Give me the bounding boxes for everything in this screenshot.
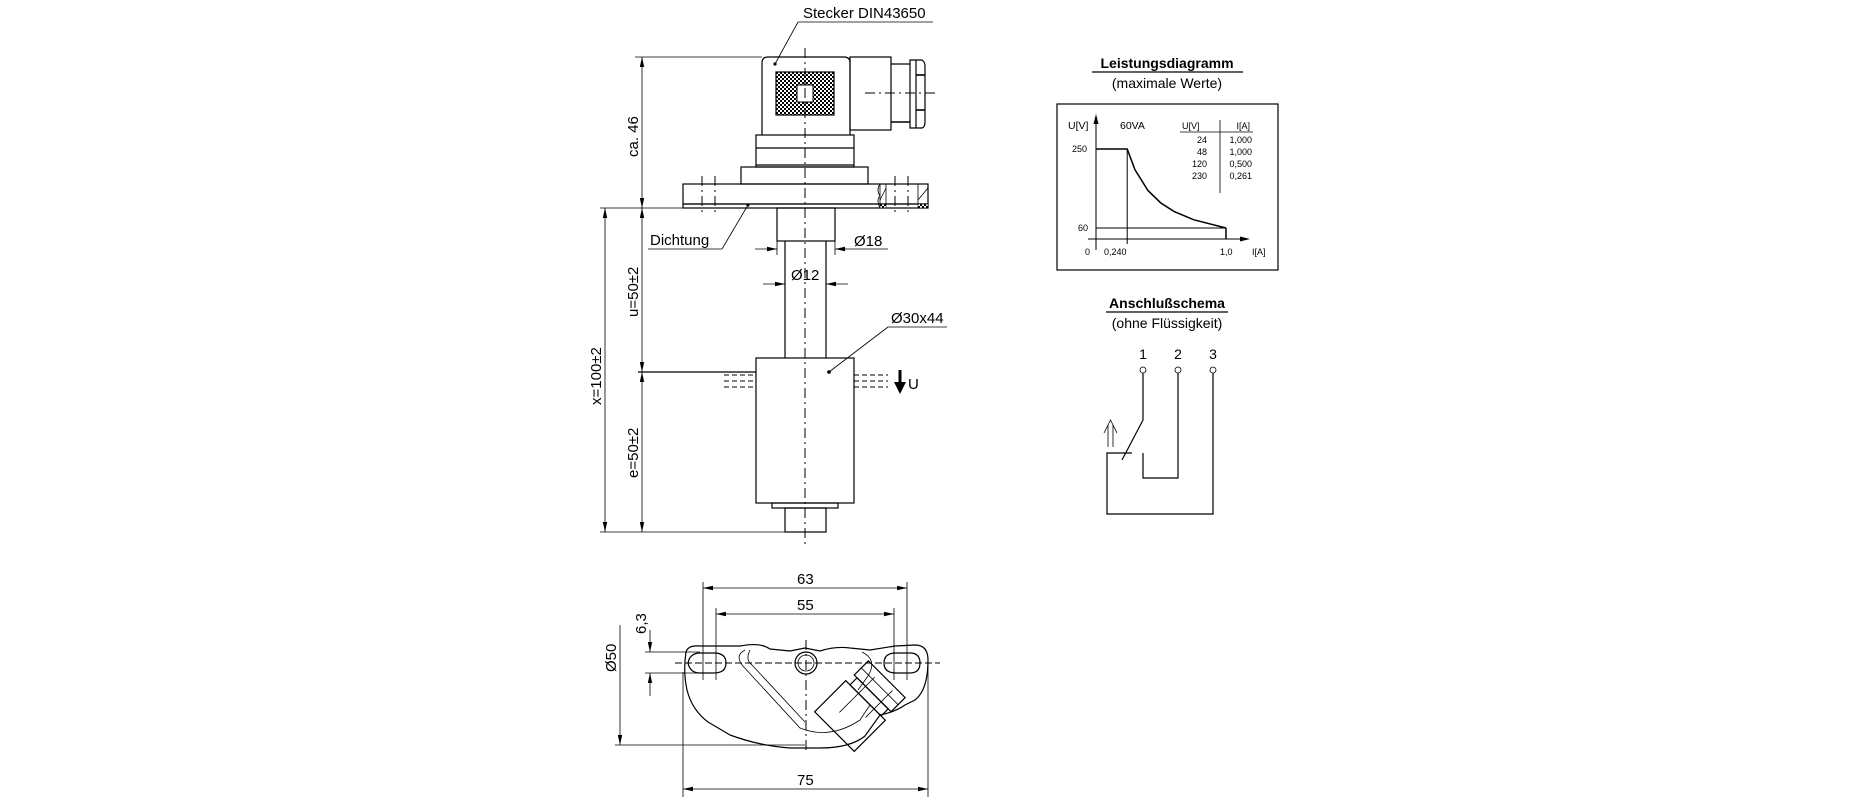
seal-label: Dichtung (650, 232, 709, 249)
y-axis-arrow-icon (1093, 114, 1099, 124)
seal-strip (682, 203, 929, 209)
power-diagram-subtitle: (maximale Werte) (1112, 75, 1222, 91)
hole-spacing-inner-label: 55 (797, 597, 814, 614)
table-cell-u: 230 (1192, 171, 1207, 181)
bottom-top-view: 63 55 6 (603, 571, 940, 797)
power-diagram: Leistungsdiagramm (maximale Werte) U[V] … (1056, 55, 1279, 271)
connector-leader (774, 21, 799, 65)
table-cell-i: 1,000 (1229, 147, 1252, 157)
flange-section-hatch-2 (917, 187, 929, 201)
wiring-diagram: Anschlußschema (ohne Flüssigkeit) 1 2 3 (1103, 295, 1228, 515)
chart-plot-area (1088, 114, 1250, 250)
connector-leader-dot (773, 62, 777, 66)
lower-length-label: e=50±2 (625, 428, 642, 478)
stem-inner-dia-label: Ø12 (791, 267, 819, 284)
table-cell-u: 120 (1192, 159, 1207, 169)
liquid-direction-arrow-icon (894, 370, 906, 394)
table-row: 24 1,000 (1197, 135, 1252, 145)
table-cell-i: 1,000 (1229, 135, 1252, 145)
table-cell-i: 0,261 (1229, 171, 1252, 181)
switch-contact-wire (1121, 373, 1144, 461)
housing-inner-outline-2 (747, 649, 806, 723)
table-header-i: I[A] (1236, 121, 1250, 131)
seal-leader (721, 204, 749, 250)
mounting-slot-right (883, 652, 921, 674)
table-row: 48 1,000 (1197, 147, 1252, 157)
float-up-arrow-icon (1103, 419, 1118, 447)
table-cell-u: 24 (1197, 135, 1207, 145)
upper-length-label: u=50±2 (625, 267, 642, 317)
y-tick-250: 250 (1072, 144, 1087, 154)
terminal-1-label: 1 (1139, 346, 1147, 362)
connector-label: Stecker DIN43650 (803, 5, 926, 22)
main-side-view: Stecker DIN43650 (588, 5, 947, 545)
stem-outer-dia-label: Ø18 (854, 233, 882, 250)
seal-section-left (879, 203, 887, 209)
wiring-diagram-subtitle: (ohne Flüssigkeit) (1112, 315, 1223, 331)
liquid-direction-label: U (908, 376, 919, 393)
liquid-level-left (724, 374, 756, 388)
table-row: 230 0,261 (1192, 171, 1252, 181)
seal-leader-dot (746, 203, 750, 207)
terminal-3-label: 3 (1209, 346, 1217, 362)
table-cell-u: 48 (1197, 147, 1207, 157)
diameter-label: Ø50 (603, 644, 620, 672)
housing-inner-outline (738, 649, 871, 733)
chart-title: 60VA (1120, 120, 1145, 132)
stem-thread (776, 207, 836, 242)
mounting-slot-left (687, 652, 727, 674)
power-diagram-frame (1056, 103, 1279, 271)
flange-section-hatch-1 (879, 187, 887, 201)
terminal-2-icon (1174, 366, 1182, 374)
flange-outline (684, 643, 929, 749)
seal-section-right (917, 203, 929, 209)
cable-gland-nut (909, 59, 926, 129)
connector-height-label: ca. 46 (625, 116, 642, 157)
total-width-label: 75 (797, 772, 814, 789)
x-tick-0240: 0,240 (1104, 247, 1127, 257)
power-curve (1096, 148, 1227, 229)
x-axis-arrow-icon (1240, 236, 1250, 242)
y-tick-60: 60 (1078, 223, 1088, 233)
terminal-1-icon (1139, 366, 1147, 374)
terminal-2-label: 2 (1174, 346, 1182, 362)
chart-ylabel: U[V] (1068, 120, 1089, 132)
connector-angled (813, 659, 907, 753)
hole-spacing-outer-label: 63 (797, 571, 814, 588)
float-size-label: Ø30x44 (891, 310, 944, 327)
hole-width-label: 6,3 (633, 613, 650, 634)
table-cell-i: 0,500 (1229, 159, 1252, 169)
float-leader-dot (827, 370, 831, 374)
terminal-2-wire (1142, 373, 1179, 479)
terminal-3-wire (1106, 373, 1214, 515)
terminal-3-icon (1209, 366, 1217, 374)
x-tick-0: 0 (1085, 247, 1090, 257)
table-row: 120 0,500 (1192, 159, 1252, 169)
rating-table: U[V] I[A] 24 1,000 48 1,000 120 0,500 23… (1180, 120, 1253, 193)
table-header-u: U[V] (1182, 121, 1200, 131)
power-diagram-title: Leistungsdiagramm (1100, 55, 1233, 71)
total-length-label: x=100±2 (588, 347, 605, 405)
liquid-level-right (854, 374, 888, 388)
x-tick-10: 1,0 (1220, 247, 1233, 257)
wiring-diagram-title: Anschlußschema (1109, 295, 1225, 311)
float-size-leader (828, 326, 889, 373)
chart-xlabel: I[A] (1252, 247, 1266, 257)
